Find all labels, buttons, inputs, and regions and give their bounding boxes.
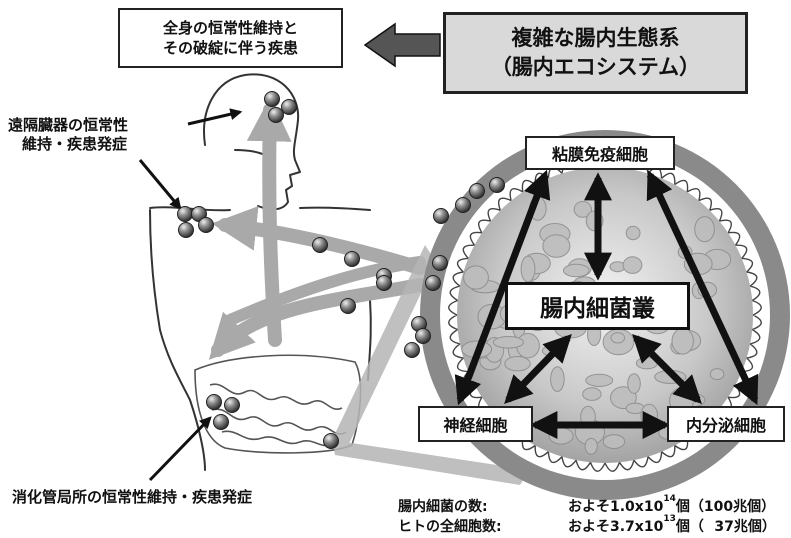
footer-row2-mantissa: 3.7x10 (610, 519, 664, 535)
bacteria-ball (198, 217, 214, 233)
magnifier-funnel (332, 245, 530, 485)
microbe-blob (671, 327, 694, 355)
microbe-blob (520, 255, 536, 283)
gut-microbiota-box: 腸内細菌叢 (505, 282, 690, 330)
bacteria-ball (178, 222, 194, 238)
arrow-center-nerve (504, 333, 572, 405)
arrow-mucosal-endocrine (646, 169, 759, 406)
microbe-blob (584, 437, 598, 455)
footer-row1-prefix: およそ (568, 499, 610, 515)
remote-organ-line2: 維持・疾患発症 (22, 134, 128, 153)
microbe-blob (709, 368, 725, 381)
interaction-arrows (454, 169, 759, 439)
footer-row2-unit: 個（ (675, 519, 704, 535)
pointer-brain (187, 108, 243, 126)
footer-row1-mantissa: 1.0x10 (610, 499, 664, 515)
systemic-line2: その破綻に伴う疾患 (162, 39, 298, 57)
footer-row2-label: ヒトの全細胞数: (398, 519, 502, 535)
nerve-cells-box: 神経細胞 (418, 406, 533, 442)
bacteria-ball (206, 394, 222, 410)
footer-row2-count: 37兆個 (714, 519, 762, 535)
intestine-outline (194, 354, 362, 454)
bacteria-ball (469, 183, 485, 199)
ecosystem-box: 複雑な腸内生態系 （腸内エコシステム） (443, 12, 748, 94)
systemic-line1: 全身の恒常性維持と (162, 18, 298, 37)
footer-row1-unit: 個（ (675, 499, 704, 515)
bacteria-ball (415, 328, 431, 344)
microbe-blob (585, 373, 614, 387)
pointer-neck (138, 159, 182, 210)
footer-row-human-cells: ヒトの全細胞数: およそ3.7x1013個（ 37兆個） (398, 514, 776, 536)
bacteria-ball (425, 275, 441, 291)
bacteria-ball (376, 275, 392, 291)
bacteria-ball (312, 237, 328, 253)
footer-row1-close: ） (761, 499, 776, 515)
bacteria-ball (224, 397, 240, 413)
bacteria-ball (404, 342, 420, 358)
ecosystem-line2: （腸内エコシステム） (490, 55, 701, 79)
arrow-center-endocrine (632, 334, 702, 404)
arrow-mucosal-nerve (454, 169, 551, 406)
big-left-arrow-icon (363, 22, 441, 68)
systemic-homeostasis-box: 全身の恒常性維持と その破綻に伴う疾患 (118, 8, 343, 68)
footer-row1-label: 腸内細菌の数: (398, 499, 488, 515)
microbe-blob (602, 434, 626, 450)
ecosystem-line1: 複雑な腸内生態系 (511, 25, 680, 50)
bacteria-ball (344, 251, 360, 267)
footer-row2-exponent: 13 (663, 514, 676, 524)
pointer-arrows (138, 108, 243, 482)
local-gut-label: 消化管局所の恒常性維持・疾患発症 (12, 488, 253, 506)
footer-row-bacteria: 腸内細菌の数: およそ1.0x1014個（100兆個） (398, 494, 776, 516)
bacteria-ball (432, 255, 448, 271)
bacteria-ball (177, 206, 193, 222)
microbe-blob (504, 356, 531, 372)
endocrine-cells-box: 内分泌細胞 (667, 406, 785, 442)
microbe-blob (463, 265, 489, 290)
microbe-blob (542, 234, 571, 258)
remote-organ-label: 遠隔臓器の恒常性 維持・疾患発症 (8, 116, 128, 154)
bacteria-ball (489, 177, 505, 193)
footer-row1-count: 100兆個 (703, 499, 762, 515)
remote-organ-line1: 遠隔臓器の恒常性 (8, 116, 129, 134)
bacteria-ball (340, 298, 356, 314)
footer-row2-prefix: およそ (568, 519, 610, 535)
gray-arrow-to-gut (208, 278, 427, 360)
microbe-blob (550, 366, 565, 393)
microbe-blob (492, 336, 524, 349)
microbe-blob (582, 387, 602, 401)
bacteria-ball (268, 107, 284, 123)
microbe-blob (563, 263, 590, 278)
gray-arrow-cross (224, 256, 426, 326)
human-body-outline (149, 73, 372, 471)
microbe-blob (610, 332, 626, 344)
footer-row2-close: ） (761, 519, 776, 535)
gray-flow-arrows (208, 96, 427, 360)
pointer-gut (148, 416, 212, 482)
bacteria-ball (213, 414, 229, 430)
footer-row1-exponent: 14 (663, 494, 676, 504)
microbe-blob (622, 256, 643, 274)
microbe-blob (627, 373, 641, 394)
bacteria-ball (264, 91, 280, 107)
mucosal-immune-cells-box: 粘膜免疫細胞 (525, 136, 675, 170)
bacteria-balls (177, 91, 505, 449)
bacteria-ball (455, 197, 471, 213)
bacteria-ball (433, 208, 449, 224)
bacteria-ball (281, 99, 297, 115)
bacteria-ball (323, 433, 339, 449)
microbe-blob (625, 225, 641, 241)
microbe-blob (548, 427, 574, 445)
microbe-blob (694, 216, 715, 243)
